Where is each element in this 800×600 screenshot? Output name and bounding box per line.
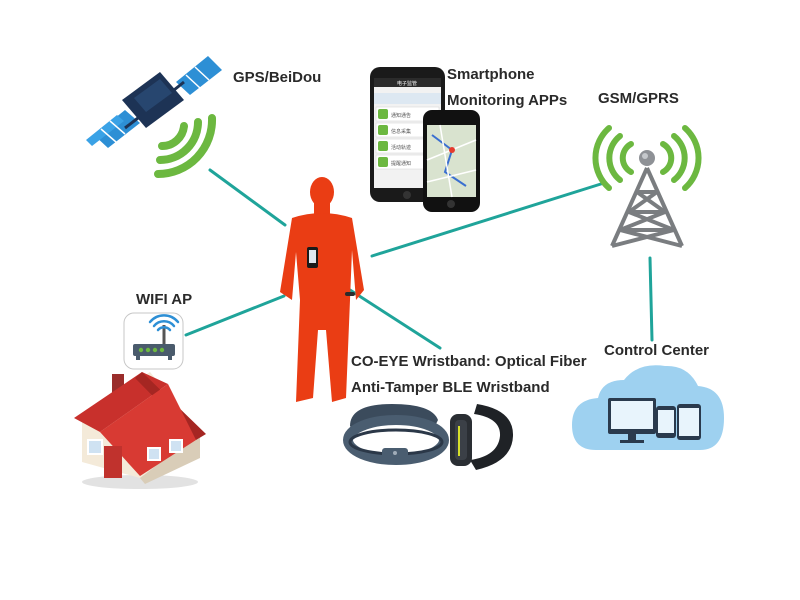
connector-satellite	[208, 168, 287, 227]
smartphone-icon	[370, 67, 480, 212]
connectors	[184, 168, 654, 350]
house-icon	[74, 372, 206, 489]
wristband-label-line1: CO-EYE Wristband: Optical Fiber	[351, 353, 587, 370]
wifi-router-icon	[123, 312, 184, 370]
connector-wifi	[184, 294, 286, 337]
gsm-label: GSM/GPRS	[598, 90, 679, 107]
connector-control	[648, 256, 654, 342]
cell-tower-icon	[592, 125, 702, 248]
person-figure	[280, 177, 364, 402]
wristband-label: CO-EYE Wristband: Optical Fiber Anti-Tam…	[351, 349, 587, 401]
connector-tower	[370, 181, 606, 258]
phone-menu-item: 活动轨迹	[391, 144, 411, 151]
phone-menu-item: 提醒通知	[391, 160, 411, 167]
control-center-label: Control Center	[604, 342, 709, 359]
phone-menu-item: 通知通告	[391, 112, 411, 119]
gps-label: GPS/BeiDou	[233, 69, 322, 86]
connector-wristband	[348, 288, 442, 350]
cloud-devices-icon	[572, 365, 724, 450]
smartphone-label: Smartphone Monitoring APPs	[447, 62, 567, 114]
smartphone-label-line2: Monitoring APPs	[447, 92, 568, 109]
wifi-label: WIFI AP	[136, 291, 193, 308]
wristband-label-line2: Anti-Tamper BLE Wristband	[351, 379, 550, 396]
smartphone-label-line1: Smartphone	[447, 66, 535, 83]
satellite-signal-icon	[154, 114, 217, 178]
phone-menu-item: 信息采集	[391, 128, 411, 135]
phone-menu-title: 电子监管	[397, 80, 417, 87]
satellite-icon	[86, 56, 222, 148]
wristband-icon	[343, 404, 514, 470]
